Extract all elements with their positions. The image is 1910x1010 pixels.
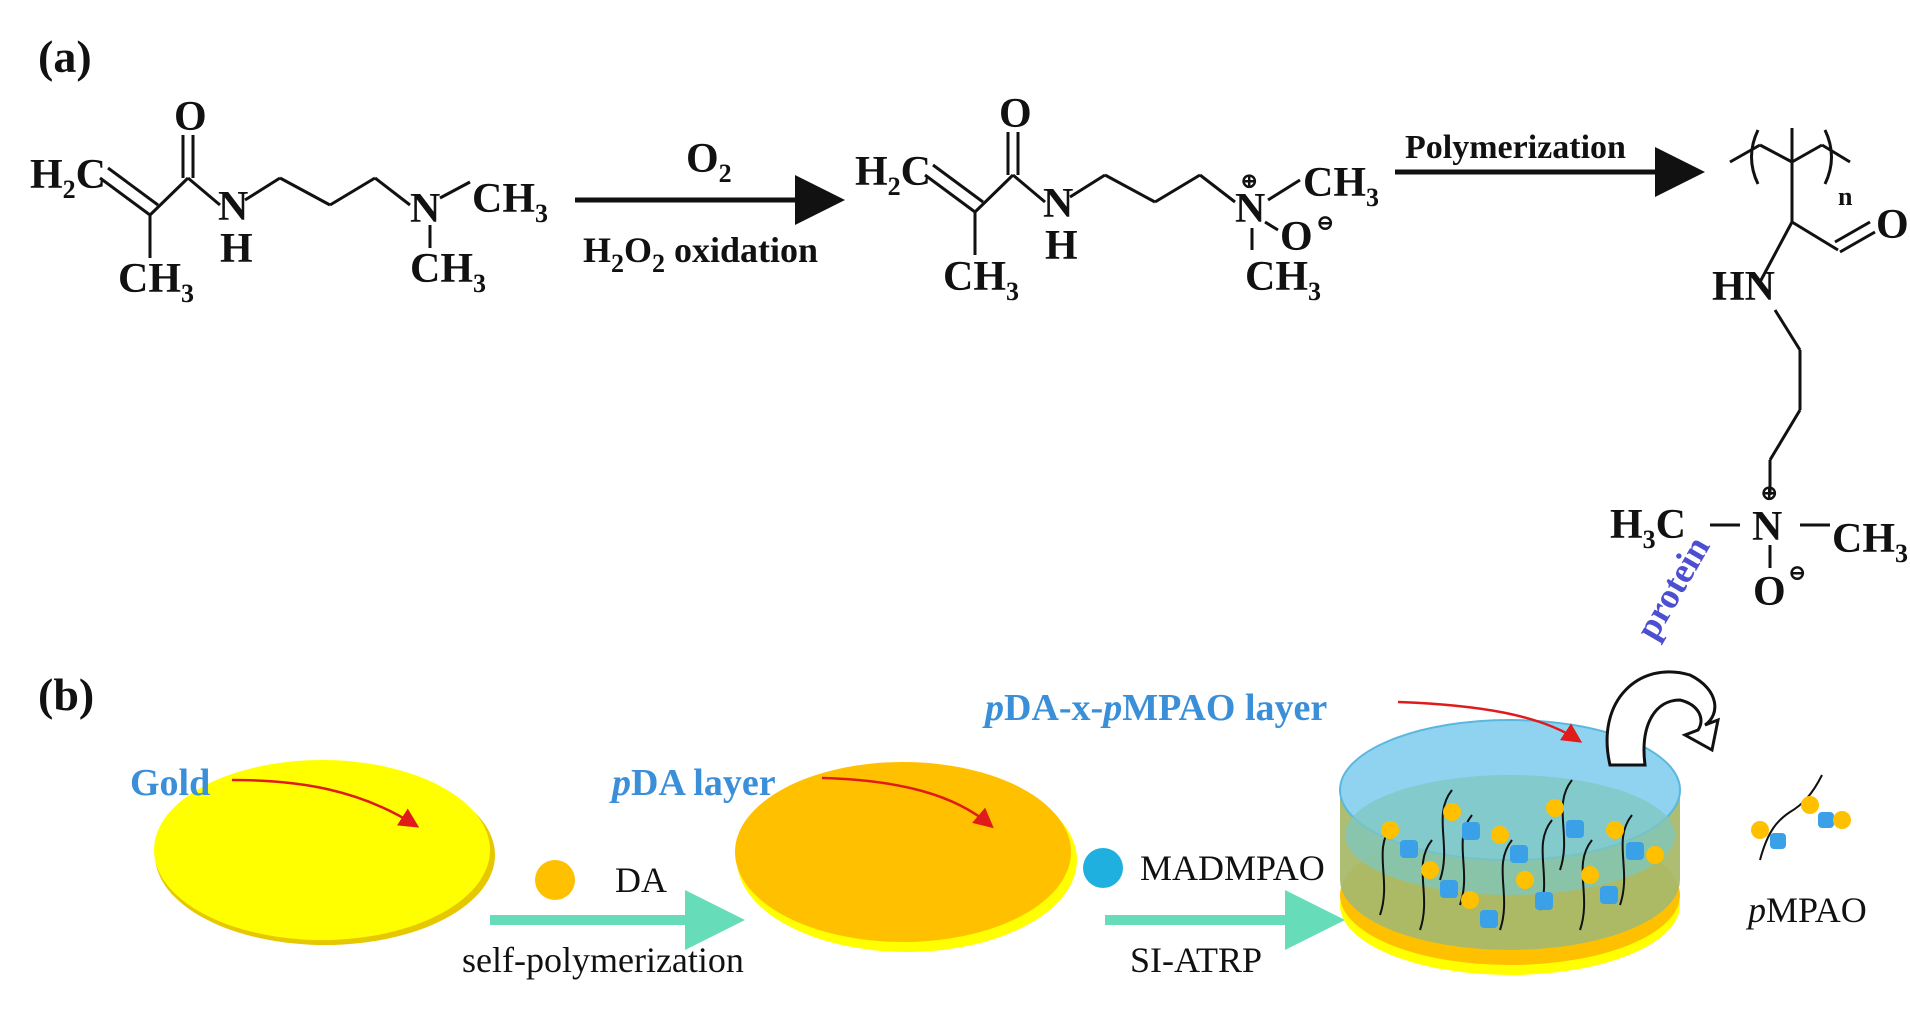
mol1-amide-n: N [218,184,248,230]
mol2-ch3-up: CH3 [1303,160,1379,212]
polymer-h3c: H3C [1610,502,1686,554]
polymer-carbonyl-o: O [1876,202,1909,248]
polymer-structure [1710,128,1876,568]
polymer-o-minus: O [1753,569,1786,615]
protein-repel-arrow [1605,670,1721,767]
polymer-minus-charge: ⊖ [1788,560,1806,585]
mol2-ch3-down: CH3 [1245,254,1321,306]
pda-pointer [821,776,994,829]
mol1-amide-h: H [220,226,253,272]
polymer-hn: HN [1712,264,1775,310]
shell-pointer [1397,700,1583,743]
step1-caption: self-polymerization [462,940,744,980]
mol2-methyl: CH3 [943,254,1019,306]
arrow1-h2o2: H2O2 oxidation [583,230,818,278]
mol2-carbonyl-o: O [999,91,1032,137]
zwitterion-charges [1381,799,1664,928]
da-legend: DA [615,860,667,900]
mol2-amide-h: H [1045,223,1078,269]
mol2-minus-charge: ⊖ [1316,210,1334,235]
mol1-carbonyl-o: O [174,94,207,140]
arrow1-o2: O2 [686,136,732,188]
gold-label: Gold [130,762,210,804]
polymer-ch3: CH3 [1832,516,1908,568]
mol2-h2c: H2C [855,149,931,201]
polymer-plus-charge: ⊕ [1760,480,1778,505]
arrow2-polymerization: Polymerization [1405,129,1626,166]
madmpao-legend: MADMPAO [1140,848,1325,888]
panel-a-label: (a) [38,31,92,82]
pda-disk [735,762,1077,952]
mol1-ch3-down: CH3 [410,246,486,298]
mol2-amide-n: N [1043,181,1073,227]
polymer-n-oxide: N [1752,504,1782,550]
pmpao-label: pMPAO [1745,890,1867,930]
mol1-methyl: CH3 [118,256,194,308]
molecule-2 [924,132,1301,255]
mol1-amine-n: N [410,186,440,232]
pmpao-icon [1751,774,1851,861]
gold-pointer [231,778,420,828]
molecule-1 [99,135,471,258]
mol2-n-oxide: N [1235,186,1265,232]
pda-label: pDA layer [609,762,776,804]
da-dot [535,860,575,900]
mol1-ch3-right: CH3 [472,176,548,228]
panel-b-label: (b) [38,669,94,720]
mol2-plus-charge: ⊕ [1240,168,1258,193]
step2-caption: SI-ATRP [1130,940,1262,980]
madmpao-dot [1083,848,1123,888]
pda-x-pmpao-label: pDA-x-pMPAO layer [982,687,1327,729]
mol2-o-minus: O [1280,214,1313,260]
polymer-subscript-n: n [1838,182,1853,211]
mol1-h2c: H2C [30,152,106,204]
